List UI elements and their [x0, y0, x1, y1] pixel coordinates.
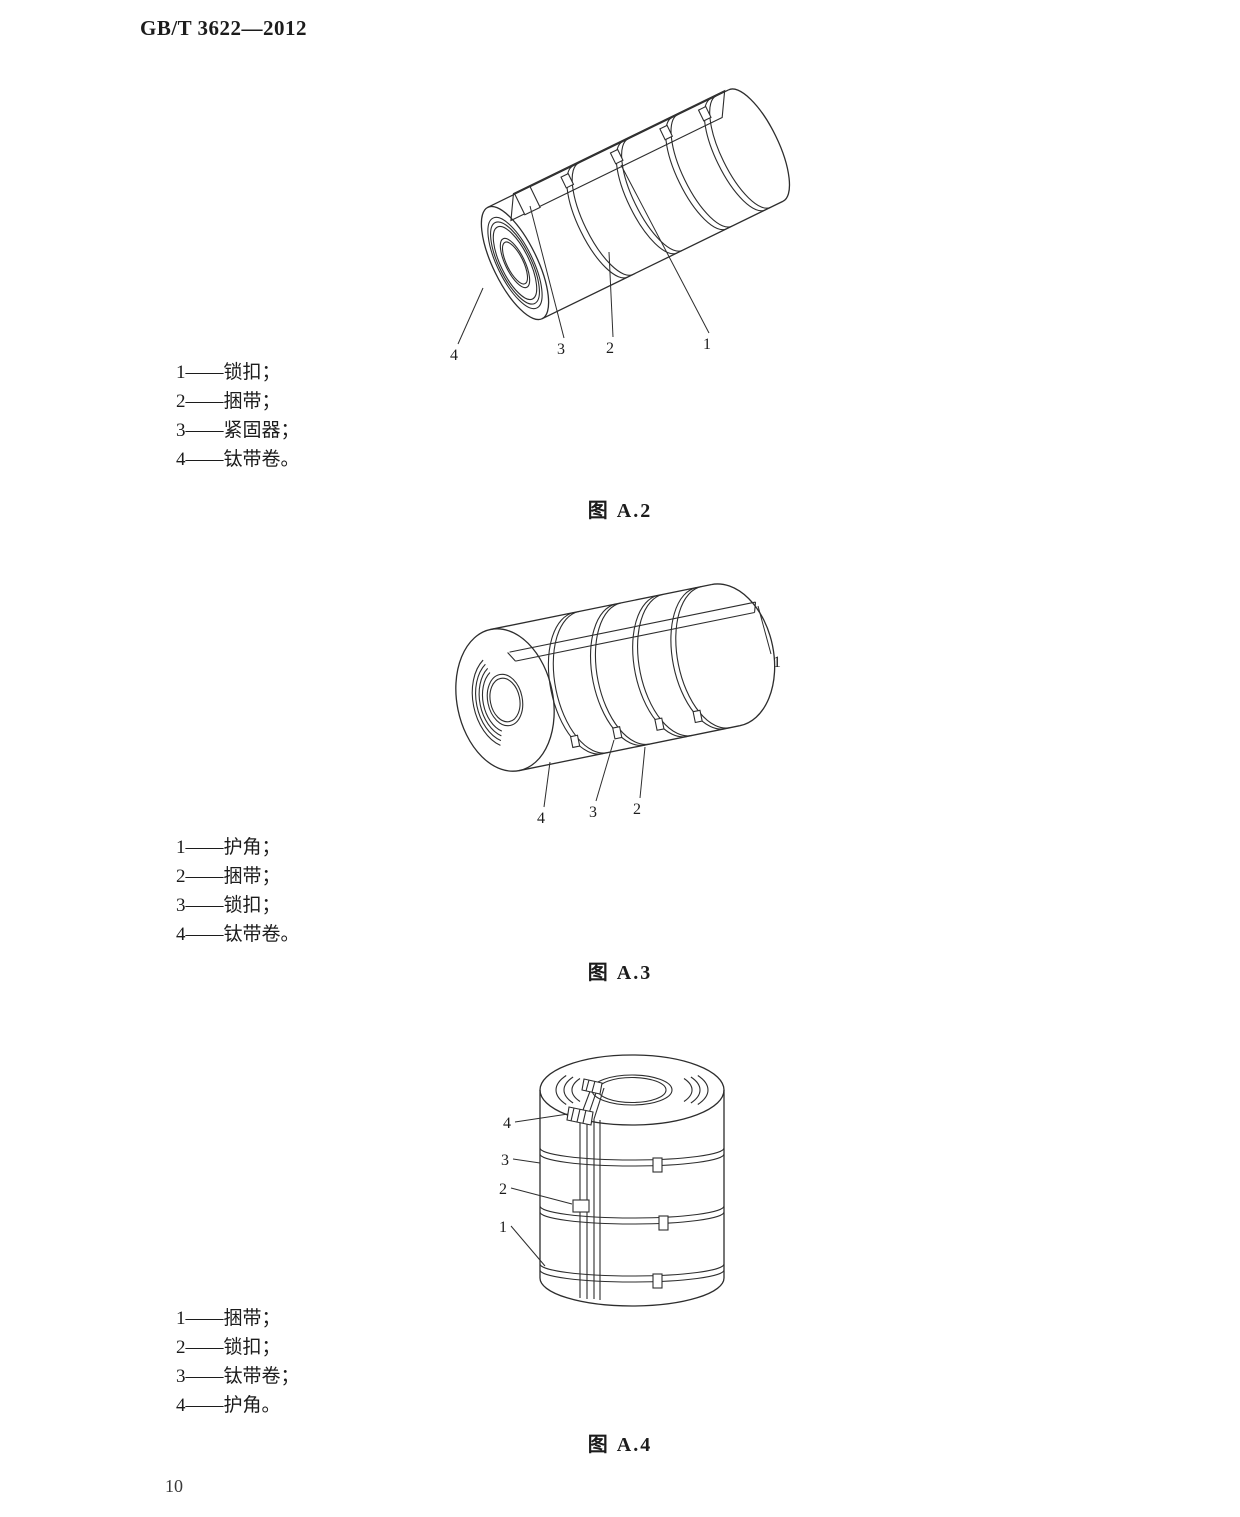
- coil-far-end: [728, 88, 791, 202]
- coil-a4: [539, 1054, 725, 1307]
- coil-a2: [480, 88, 791, 321]
- callout-2: 2: [633, 801, 641, 818]
- legend-item: 3——锁扣；: [176, 895, 281, 916]
- figure-a4-legend: 1——捆带； 2——锁扣； 3——钛带卷； 4——护角。: [176, 1304, 300, 1420]
- coil-bottom-edge: [541, 200, 784, 320]
- legend-item: 3——紧固器；: [176, 420, 300, 441]
- figure-a2-legend: 1——锁扣； 2——捆带； 3——紧固器； 4——钛带卷。: [176, 358, 300, 474]
- callout-3: 3: [557, 341, 565, 358]
- coil-face: [455, 628, 555, 772]
- legend-item: 4——护角。: [176, 1395, 281, 1416]
- callout-1: 1: [773, 654, 781, 671]
- legend-item: 1——护角；: [176, 837, 281, 858]
- figure-a4-caption: 图 A.4: [587, 1434, 653, 1456]
- corner-protector-strip: [507, 601, 757, 662]
- figure-a3-legend: 1——护角； 2——捆带； 3——锁扣； 4——钛带卷。: [176, 833, 300, 949]
- protector-strip: [510, 89, 726, 222]
- page-number: 10: [165, 1476, 183, 1496]
- coil-bottom-edge: [519, 725, 740, 772]
- figure-a2-caption: 图 A.2: [587, 500, 653, 522]
- legend-item: 3——钛带卷；: [176, 1366, 300, 1387]
- leader-lines: [510, 1113, 573, 1267]
- callout-3: 3: [501, 1152, 509, 1169]
- buckles: [560, 105, 712, 189]
- callout-4: 4: [503, 1115, 511, 1132]
- coil-a3: [455, 583, 776, 772]
- coil-bottom-edge: [539, 1277, 725, 1307]
- callout-1: 1: [703, 336, 711, 353]
- standard-number-header: GB/T 3622—2012: [140, 16, 308, 40]
- corner-protectors: [566, 1078, 603, 1126]
- legend-item: 2——捆带；: [176, 391, 281, 412]
- callout-3: 3: [589, 804, 597, 821]
- callout-4: 4: [450, 347, 458, 364]
- figure-a3-drawing: 4 3 2 1: [455, 583, 781, 827]
- callout-1: 1: [499, 1219, 507, 1236]
- tensioner: [514, 185, 541, 216]
- leader-lines: [543, 605, 772, 808]
- strap-buckle: [572, 1199, 590, 1213]
- legend-item: 1——捆带；: [176, 1308, 281, 1329]
- legend-item: 4——钛带卷。: [176, 924, 300, 945]
- strap-bands: [547, 586, 731, 755]
- callout-4: 4: [537, 810, 545, 827]
- figure-a4-drawing: 4 3 2 1: [499, 1054, 725, 1307]
- callout-2: 2: [499, 1181, 507, 1198]
- strap-bands: [566, 95, 771, 279]
- coil-face: [480, 205, 550, 321]
- legend-item: 1——锁扣；: [176, 362, 281, 383]
- callout-2: 2: [606, 340, 614, 357]
- legend-item: 2——锁扣；: [176, 1337, 281, 1358]
- figure-a2-drawing: 4 3 2 1: [450, 88, 791, 364]
- leader-lines: [457, 164, 710, 345]
- strap-bands: [539, 1147, 725, 1283]
- legend-item: 4——钛带卷。: [176, 449, 300, 470]
- buckles: [569, 709, 703, 749]
- legend-item: 2——捆带；: [176, 866, 281, 887]
- figure-a3-caption: 图 A.3: [587, 962, 653, 984]
- buckles: [652, 1157, 669, 1289]
- coil-far-end: [711, 583, 776, 727]
- coil-top-edge: [490, 583, 712, 631]
